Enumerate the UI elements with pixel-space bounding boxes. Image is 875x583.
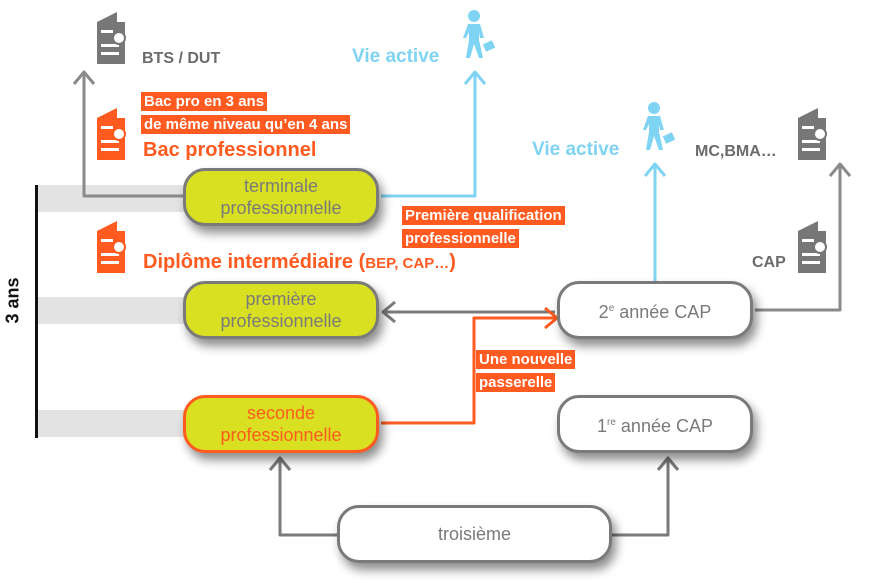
mc-bma-label: MC,BMA… xyxy=(695,143,777,160)
year-band-terminale xyxy=(37,185,197,212)
arrow-to-bts xyxy=(72,70,190,198)
doc-icon-mc-bma xyxy=(798,108,827,160)
box-troisieme: troisième xyxy=(337,505,612,563)
year-band-premiere xyxy=(37,297,197,324)
person-icon-mid xyxy=(643,102,676,150)
passerelle-label-2: passerelle xyxy=(476,373,556,392)
box-text: troisième xyxy=(437,524,512,544)
box-line: seconde xyxy=(246,403,316,423)
arrow-premiere-cap2 xyxy=(381,300,555,324)
diplome-examples: BEP, CAP… xyxy=(365,255,450,272)
qualif-label-1: Première qualification xyxy=(402,206,565,225)
passerelle-label-1: Une nouvelle xyxy=(476,350,576,369)
box-text: année xyxy=(614,301,675,322)
bac-pro-note-1: Bac pro en 3 ans xyxy=(141,92,268,111)
box-text: CAP xyxy=(674,301,712,322)
box-cap-2e-annee: 2e année CAP xyxy=(557,281,753,339)
bac-pro-note-2: de même niveau qu’en 4 ans xyxy=(141,115,351,134)
box-text: 2 xyxy=(598,301,609,322)
box-text: CAP xyxy=(675,415,713,436)
bts-dut-label: BTS / DUT xyxy=(142,50,221,67)
box-line: professionnelle xyxy=(220,198,342,218)
arrow-to-vie-active-top xyxy=(381,70,487,198)
box-text: 1 xyxy=(597,415,608,436)
person-icon-top xyxy=(463,10,496,58)
box-cap-1re-annee: 1re année CAP xyxy=(557,395,753,453)
doc-icon-bts xyxy=(97,12,126,64)
arrow-troisieme-cap1 xyxy=(612,456,680,537)
vie-active-top-label: Vie active xyxy=(352,46,440,67)
doc-icon-bac-pro xyxy=(97,108,126,160)
arrow-troisieme-seconde xyxy=(268,456,337,537)
diplome-label: Diplôme intermédiaire (BEP, CAP…) xyxy=(143,251,456,274)
diplome-paren: ) xyxy=(449,251,456,273)
doc-icon-diplome xyxy=(97,221,126,273)
box-line: première xyxy=(245,289,317,309)
arrow-to-vie-active-mid xyxy=(643,162,667,282)
box-text: année xyxy=(615,415,676,436)
qualif-label-2: professionnelle xyxy=(402,229,519,248)
year-band-seconde xyxy=(37,410,197,437)
duration-bar xyxy=(35,185,38,438)
cap-label: CAP xyxy=(752,254,786,271)
vie-active-mid-label: Vie active xyxy=(532,139,620,160)
box-line: professionnelle xyxy=(220,311,342,331)
bac-pro-label: Bac professionnel xyxy=(143,139,317,161)
box-text: re xyxy=(607,416,616,428)
doc-icon-cap xyxy=(798,221,827,273)
box-line: professionnelle xyxy=(220,425,342,445)
arrow-to-mc-bma xyxy=(755,162,852,312)
box-line: terminale xyxy=(243,176,318,196)
box-text: e xyxy=(608,302,615,314)
diplome-text: Diplôme intermédiaire ( xyxy=(143,251,366,273)
